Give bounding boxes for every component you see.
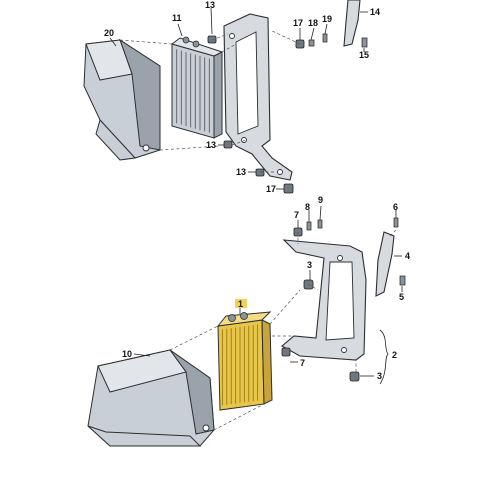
label-part-3b: 3 — [377, 371, 382, 381]
label-part-20: 20 — [104, 28, 114, 38]
label-part-17a: 17 — [293, 18, 303, 28]
part-labels: 1 2 3 3 4 5 6 7 7 8 9 10 11 13 13 13 14 … — [104, 0, 410, 381]
label-part-9: 9 — [318, 195, 323, 205]
label-part-13a: 13 — [205, 0, 215, 10]
label-part-2: 2 — [392, 350, 397, 360]
leader-lines — [109, 7, 403, 385]
label-part-4: 4 — [405, 251, 410, 261]
air-duct-bottom — [87, 349, 215, 447]
label-part-7b: 7 — [300, 358, 305, 368]
support-arm-bottom — [375, 231, 395, 297]
label-part-5: 5 — [399, 292, 404, 302]
label-part-19: 19 — [322, 14, 332, 24]
label-part-14: 14 — [370, 7, 380, 17]
label-part-15: 15 — [359, 50, 369, 60]
label-part-11: 11 — [172, 13, 182, 23]
radiator-bottom-highlighted — [216, 311, 273, 411]
label-1-highlight — [235, 299, 247, 308]
mounting-bracket-bottom — [281, 239, 367, 361]
label-part-1: 1 — [238, 299, 243, 309]
label-part-10: 10 — [122, 349, 132, 359]
label-part-13c: 13 — [236, 167, 246, 177]
air-duct-top — [83, 38, 161, 161]
label-part-18: 18 — [308, 18, 318, 28]
label-part-6: 6 — [393, 202, 398, 212]
label-part-13b: 13 — [206, 140, 216, 150]
mounting-bracket-top — [223, 13, 293, 181]
radiator-top — [170, 36, 224, 139]
label-part-3a: 3 — [307, 260, 312, 270]
support-arm-top — [343, 0, 361, 47]
label-part-8: 8 — [305, 202, 310, 212]
label-part-17b: 17 — [266, 184, 276, 194]
label-part-7a: 7 — [294, 210, 299, 220]
